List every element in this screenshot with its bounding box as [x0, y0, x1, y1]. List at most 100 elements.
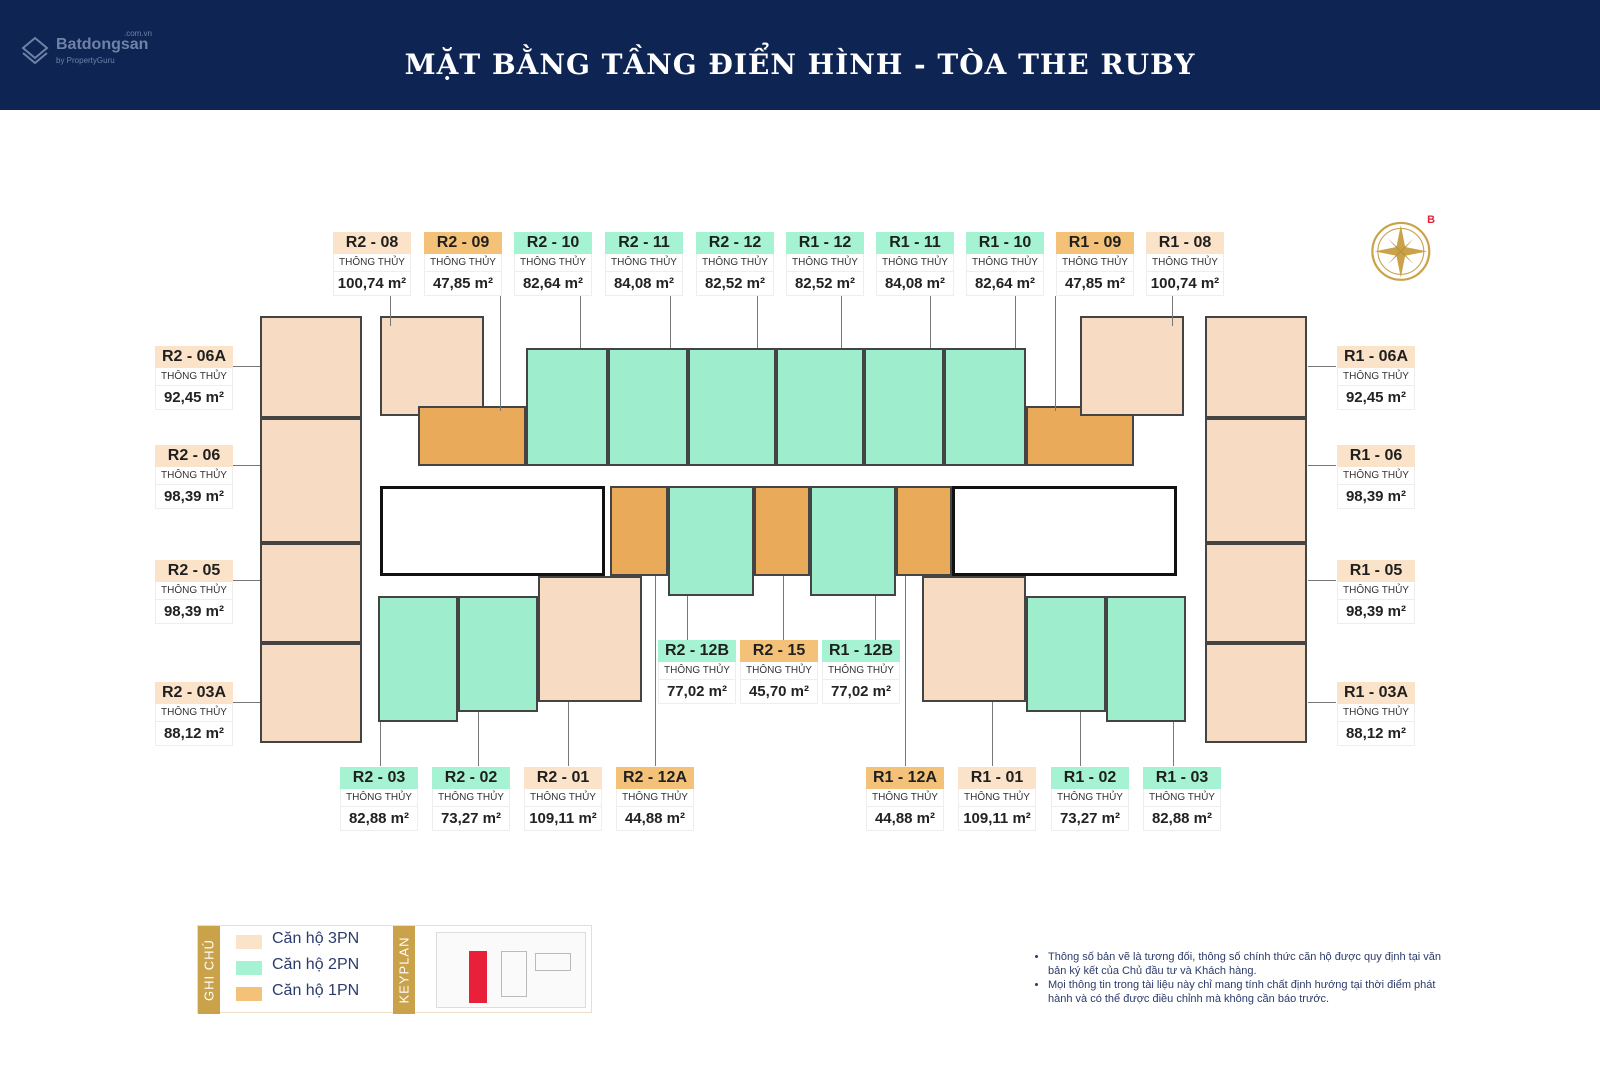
- unit-r1-12a-block[interactable]: [896, 486, 952, 576]
- unit-r2-01-block[interactable]: [538, 576, 642, 702]
- unit-r2-12b-block[interactable]: [668, 486, 754, 596]
- unit-code: R2 - 12: [696, 232, 774, 254]
- unit-label-r2-12[interactable]: R2 - 12 THÔNG THỦY 82,52 m²: [696, 232, 774, 296]
- unit-r1-05-block[interactable]: [1205, 543, 1307, 643]
- unit-code: R2 - 03: [340, 767, 418, 789]
- unit-label-r1-02[interactable]: R1 - 02 THÔNG THỦY 73,27 m²: [1051, 767, 1129, 831]
- leader-line: [1308, 580, 1336, 581]
- unit-label-r1-09[interactable]: R1 - 09 THÔNG THỦY 47,85 m²: [1056, 232, 1134, 296]
- unit-code: R1 - 03: [1143, 767, 1221, 789]
- unit-r2-02-block[interactable]: [458, 596, 538, 712]
- unit-r1-08-block[interactable]: [1080, 316, 1184, 416]
- unit-label-r1-06a[interactable]: R1 - 06A THÔNG THỦY 92,45 m²: [1337, 346, 1415, 410]
- unit-label-r1-03a[interactable]: R1 - 03A THÔNG THỦY 88,12 m²: [1337, 682, 1415, 746]
- leader-line: [1015, 296, 1016, 348]
- page-title: MẶT BẰNG TẦNG ĐIỂN HÌNH - TÒA THE RUBY: [404, 48, 1196, 81]
- unit-label-r2-11[interactable]: R2 - 11 THÔNG THỦY 84,08 m²: [605, 232, 683, 296]
- unit-label-r2-10[interactable]: R2 - 10 THÔNG THỦY 82,64 m²: [514, 232, 592, 296]
- unit-r2-06-block[interactable]: [260, 418, 362, 543]
- leader-line: [380, 722, 381, 766]
- unit-label-r2-03[interactable]: R2 - 03 THÔNG THỦY 82,88 m²: [340, 767, 418, 831]
- unit-r1-11-block[interactable]: [864, 348, 944, 466]
- unit-area: 84,08 m²: [605, 272, 683, 296]
- leader-line: [568, 702, 569, 766]
- unit-r2-12a-block[interactable]: [610, 486, 668, 576]
- unit-r2-10-block[interactable]: [526, 348, 608, 466]
- area-label: THÔNG THỦY: [1143, 789, 1221, 807]
- unit-r1-12-block[interactable]: [776, 348, 864, 466]
- unit-label-r1-05[interactable]: R1 - 05 THÔNG THỦY 98,39 m²: [1337, 560, 1415, 624]
- leader-line: [232, 366, 260, 367]
- legend-label: Căn hộ 1PN: [272, 982, 360, 999]
- unit-area: 44,88 m²: [616, 807, 694, 831]
- unit-r1-06a-block[interactable]: [1205, 316, 1307, 418]
- unit-r2-03-block[interactable]: [378, 596, 458, 722]
- area-label: THÔNG THỦY: [786, 254, 864, 272]
- unit-label-r1-03[interactable]: R1 - 03 THÔNG THỦY 82,88 m²: [1143, 767, 1221, 831]
- unit-r1-02-block[interactable]: [1026, 596, 1106, 712]
- unit-r2-08-block[interactable]: [380, 316, 484, 416]
- leader-line: [390, 296, 391, 326]
- unit-r1-12b-block[interactable]: [810, 486, 896, 596]
- unit-r2-11-block[interactable]: [608, 348, 688, 466]
- area-label: THÔNG THỦY: [1337, 467, 1415, 485]
- disclaimer-notes: Thông số bản vẽ là tương đối, thông số c…: [1034, 950, 1454, 1006]
- unit-label-r1-12a[interactable]: R1 - 12A THÔNG THỦY 44,88 m²: [866, 767, 944, 831]
- legend-box: GHI CHÚ Căn hộ 3PN Căn hộ 2PN Căn hộ 1PN…: [197, 925, 592, 1014]
- leader-line: [757, 296, 758, 348]
- floor-plan: [250, 310, 1350, 750]
- unit-label-r1-10[interactable]: R1 - 10 THÔNG THỦY 82,64 m²: [966, 232, 1044, 296]
- area-label: THÔNG THỦY: [958, 789, 1036, 807]
- unit-code: R1 - 09: [1056, 232, 1134, 254]
- unit-label-r2-12b[interactable]: R2 - 12B THÔNG THỦY 77,02 m²: [658, 640, 736, 704]
- unit-label-r2-06[interactable]: R2 - 06 THÔNG THỦY 98,39 m²: [155, 445, 233, 509]
- unit-label-r2-15[interactable]: R2 - 15 THÔNG THỦY 45,70 m²: [740, 640, 818, 704]
- unit-code: R1 - 03A: [1337, 682, 1415, 704]
- logo-byline: by PropertyGuru: [56, 56, 115, 65]
- unit-label-r1-12b[interactable]: R1 - 12B THÔNG THỦY 77,02 m²: [822, 640, 900, 704]
- unit-code: R1 - 11: [876, 232, 954, 254]
- unit-r2-06a-block[interactable]: [260, 316, 362, 418]
- unit-r1-03a-block[interactable]: [1205, 643, 1307, 743]
- unit-label-r2-06a[interactable]: R2 - 06A THÔNG THỦY 92,45 m²: [155, 346, 233, 410]
- unit-label-r1-06[interactable]: R1 - 06 THÔNG THỦY 98,39 m²: [1337, 445, 1415, 509]
- unit-code: R2 - 11: [605, 232, 683, 254]
- unit-label-r1-11[interactable]: R1 - 11 THÔNG THỦY 84,08 m²: [876, 232, 954, 296]
- unit-label-r1-12[interactable]: R1 - 12 THÔNG THỦY 82,52 m²: [786, 232, 864, 296]
- leader-line: [1173, 722, 1174, 766]
- leader-line: [841, 296, 842, 348]
- leader-line: [580, 296, 581, 348]
- unit-label-r2-02[interactable]: R2 - 02 THÔNG THỦY 73,27 m²: [432, 767, 510, 831]
- unit-label-r2-09[interactable]: R2 - 09 THÔNG THỦY 47,85 m²: [424, 232, 502, 296]
- unit-area: 47,85 m²: [1056, 272, 1134, 296]
- unit-r2-05-block[interactable]: [260, 543, 362, 643]
- unit-r2-03a-block[interactable]: [260, 643, 362, 743]
- unit-label-r2-05[interactable]: R2 - 05 THÔNG THỦY 98,39 m²: [155, 560, 233, 624]
- unit-r1-01-block[interactable]: [922, 576, 1026, 702]
- unit-code: R1 - 06A: [1337, 346, 1415, 368]
- unit-area: 82,52 m²: [786, 272, 864, 296]
- swatch-3pn: [236, 935, 262, 949]
- unit-code: R2 - 01: [524, 767, 602, 789]
- unit-r2-09-block[interactable]: [418, 406, 526, 466]
- unit-r1-03-block[interactable]: [1106, 596, 1186, 722]
- area-label: THÔNG THỦY: [1337, 582, 1415, 600]
- unit-label-r1-01[interactable]: R1 - 01 THÔNG THỦY 109,11 m²: [958, 767, 1036, 831]
- unit-label-r2-12a[interactable]: R2 - 12A THÔNG THỦY 44,88 m²: [616, 767, 694, 831]
- area-label: THÔNG THỦY: [340, 789, 418, 807]
- area-label: THÔNG THỦY: [658, 662, 736, 680]
- unit-r1-06-block[interactable]: [1205, 418, 1307, 543]
- unit-r2-12-block[interactable]: [688, 348, 776, 466]
- legend-label: Căn hộ 2PN: [272, 956, 360, 973]
- area-label: THÔNG THỦY: [696, 254, 774, 272]
- leader-line: [905, 576, 906, 766]
- unit-label-r2-01[interactable]: R2 - 01 THÔNG THỦY 109,11 m²: [524, 767, 602, 831]
- unit-label-r1-08[interactable]: R1 - 08 THÔNG THỦY 100,74 m²: [1146, 232, 1224, 296]
- unit-label-r2-08[interactable]: R2 - 08 THÔNG THỦY 100,74 m²: [333, 232, 411, 296]
- unit-label-r2-03a[interactable]: R2 - 03A THÔNG THỦY 88,12 m²: [155, 682, 233, 746]
- unit-r2-15-block[interactable]: [754, 486, 810, 576]
- unit-code: R1 - 12A: [866, 767, 944, 789]
- unit-r1-10-block[interactable]: [944, 348, 1026, 466]
- legend-label: Căn hộ 3PN: [272, 930, 360, 947]
- unit-r1-09-block[interactable]: [1026, 406, 1134, 466]
